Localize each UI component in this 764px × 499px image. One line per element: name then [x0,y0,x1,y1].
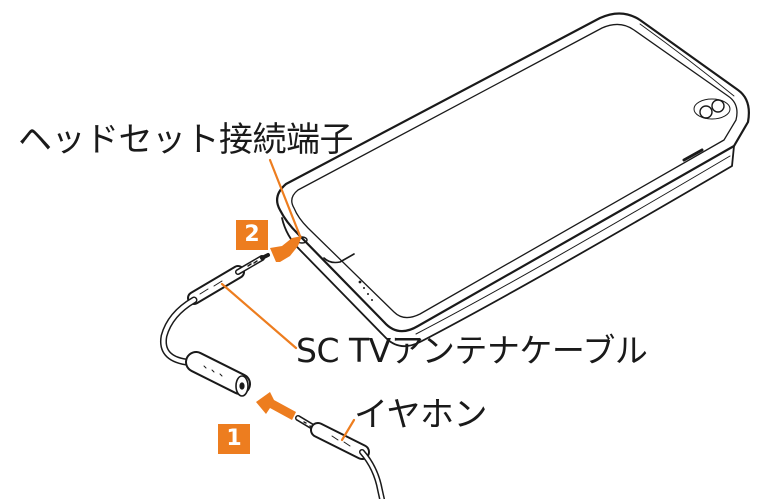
leader-lines [220,158,356,442]
earphone-illustration [295,415,385,499]
antenna-cable-illustration [159,253,270,397]
step-badge-1: 1 [218,424,250,454]
label-headset-jack: ヘッドセット接続端子 [18,120,354,160]
leader-line-cable [220,282,298,350]
arrow-icon-step1 [256,392,296,420]
label-earphone: イヤホン [354,395,487,435]
arrow-icon-step2 [270,236,302,262]
leader-line-headset [268,158,302,238]
label-sc-tv-antenna-cable: SC TVアンテナケーブル [296,331,648,370]
insert-arrows [256,236,302,420]
step-badge-2: 2 [236,220,268,250]
leader-line-earphone [340,418,356,442]
smartphone-illustration [275,12,750,348]
